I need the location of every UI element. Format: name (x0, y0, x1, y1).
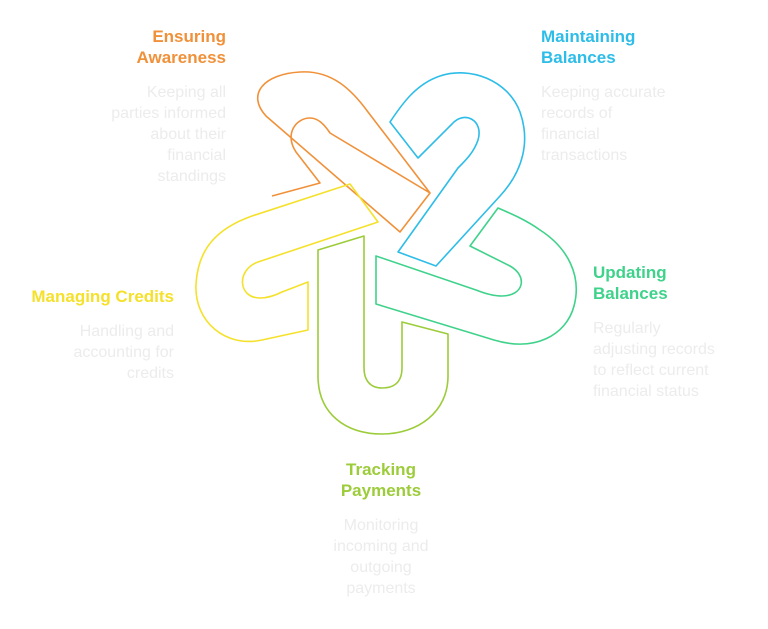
updating-balances-title: Updating Balances (593, 263, 668, 303)
tracking-payments-block: Tracking Payments Monitoring incoming an… (290, 459, 472, 599)
tracking-payments-description: Monitoring incoming and outgoing payment… (333, 517, 429, 597)
ensuring-awareness-shape (256, 71, 431, 233)
maintaining-balances-description: Keeping accurate records of financial tr… (541, 84, 666, 164)
managing-credits-title: Managing Credits (31, 287, 174, 306)
tracking-payments-shape (317, 235, 449, 435)
tracking-payments-title: Tracking Payments (340, 460, 422, 500)
managing-credits-description: Handling and accounting for credits (73, 323, 174, 382)
maintaining-balances-title: Maintaining Balances (541, 27, 636, 67)
updating-balances-description: Regularly adjusting records to reflect c… (593, 320, 715, 400)
ensuring-awareness-block: Ensuring Awareness Keeping all parties i… (40, 26, 226, 187)
maintaining-balances-shape (389, 72, 526, 267)
managing-credits-block: Managing Credits Handling and accounting… (4, 286, 174, 384)
updating-balances-block: Updating Balances Regularly adjusting re… (593, 262, 763, 402)
maintaining-balances-block: Maintaining Balances Keeping accurate re… (541, 26, 741, 166)
updating-balances-shape (375, 207, 578, 345)
ensuring-awareness-description: Keeping all parties informed about their… (111, 84, 226, 185)
managing-credits-shape (195, 183, 379, 343)
ensuring-awareness-title: Ensuring Awareness (136, 27, 226, 67)
